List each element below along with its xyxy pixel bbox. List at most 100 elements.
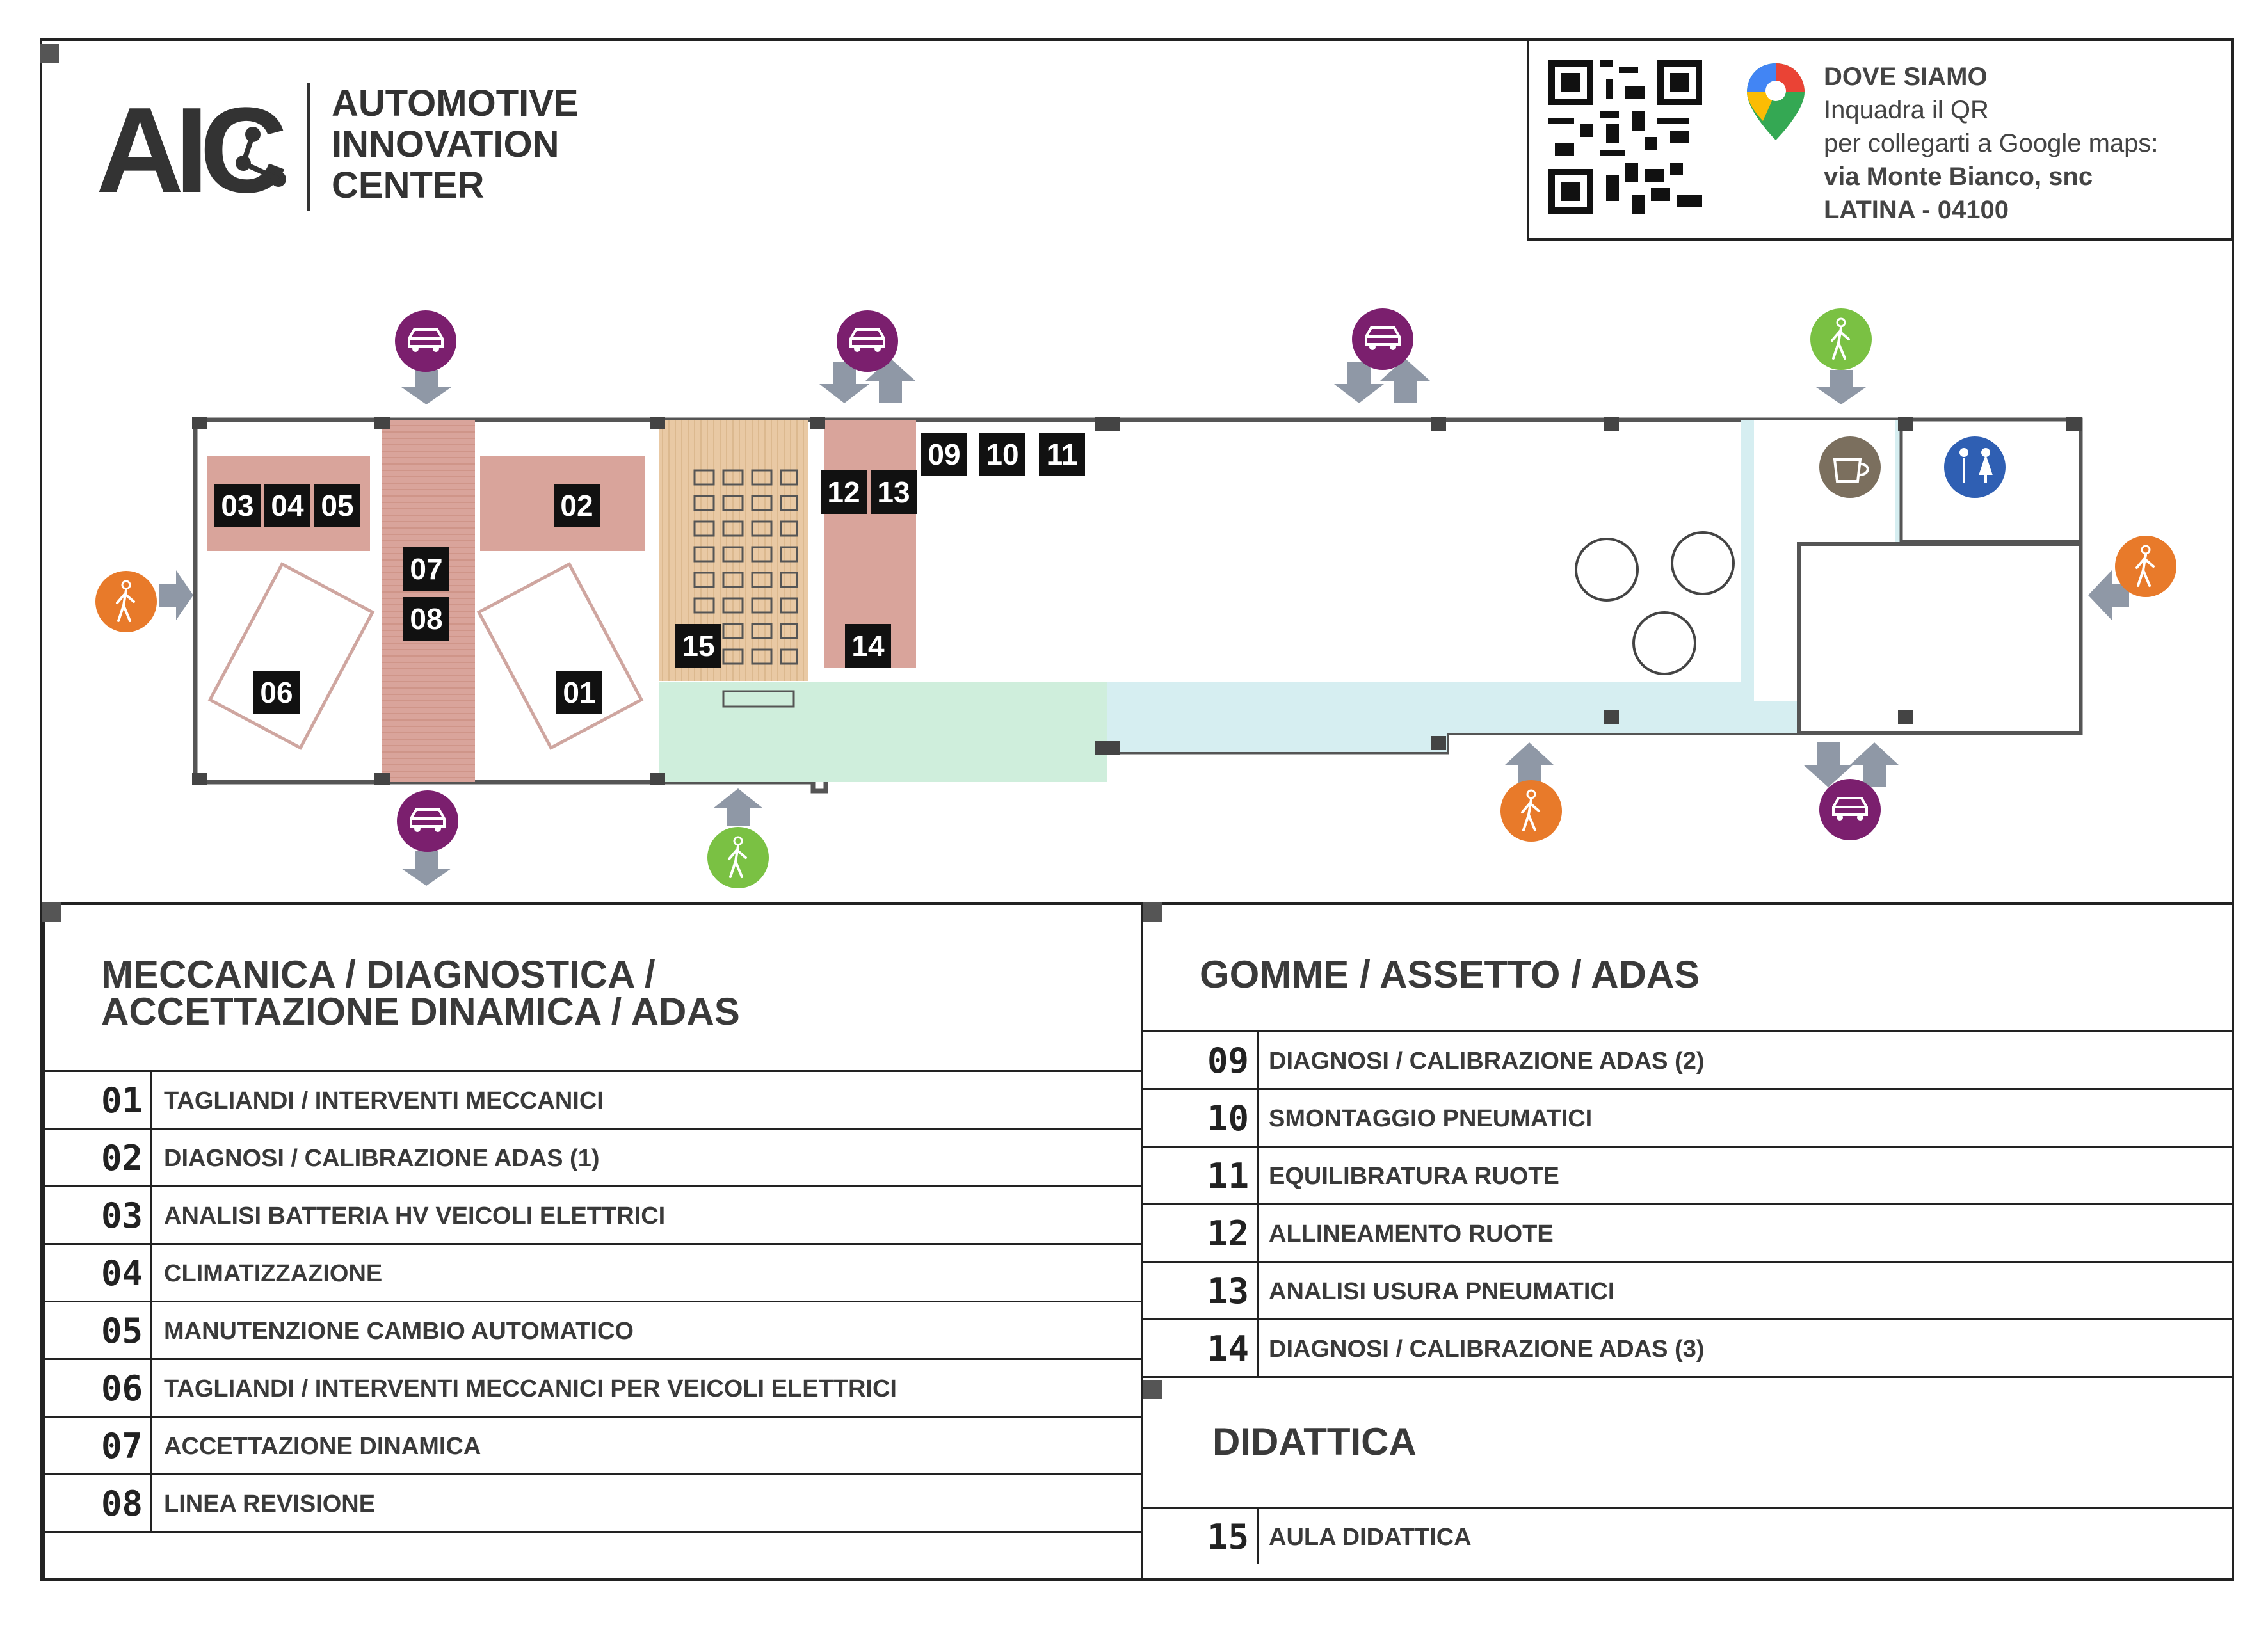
legend-row: 04 CLIMATIZZAZIONE bbox=[45, 1245, 1143, 1302]
legend-num: 15 bbox=[1143, 1509, 1259, 1564]
legend-num: 03 bbox=[45, 1187, 152, 1243]
car-icon bbox=[397, 790, 458, 852]
legend-label: DIAGNOSI / CALIBRAZIONE ADAS (3) bbox=[1269, 1336, 1705, 1363]
arrow-icon bbox=[401, 851, 451, 886]
legend-label: MANUTENZIONE CAMBIO AUTOMATICO bbox=[164, 1318, 634, 1345]
pedestrian-markers bbox=[95, 308, 2176, 888]
legend-label: ANALISI BATTERIA HV VEICOLI ELETTRICI bbox=[164, 1203, 666, 1229]
legend-num: 05 bbox=[45, 1302, 152, 1358]
legend-num: 01 bbox=[45, 1072, 152, 1128]
walking-person-icon bbox=[707, 827, 769, 888]
qr-code[interactable] bbox=[1548, 60, 1702, 214]
legend-num: 09 bbox=[1143, 1032, 1259, 1088]
zone-labels: 03 04 05 02 07 08 06 01 09 10 11 12 13 1… bbox=[214, 433, 1085, 714]
zone-label: 03 bbox=[221, 489, 253, 522]
walking-person-icon bbox=[95, 571, 157, 632]
legend-num: 13 bbox=[1143, 1263, 1259, 1318]
walking-person-icon bbox=[2115, 536, 2176, 597]
restroom-icon bbox=[1944, 436, 2006, 498]
legend-num: 04 bbox=[45, 1245, 152, 1301]
arrow-icon bbox=[401, 370, 451, 404]
legend-label: DIAGNOSI / CALIBRAZIONE ADAS (2) bbox=[1269, 1048, 1705, 1075]
legend-left-title: MECCANICA / DIAGNOSTICA / ACCETTAZIONE D… bbox=[101, 953, 740, 1033]
vehicle-entrance-markers bbox=[395, 308, 1881, 852]
logo-line: AUTOMOTIVE bbox=[332, 83, 579, 124]
legend-num: 07 bbox=[45, 1418, 152, 1473]
legend-row: 09 DIAGNOSI / CALIBRAZIONE ADAS (2) bbox=[1143, 1032, 2232, 1090]
office-room bbox=[1797, 542, 2082, 735]
legend-label: AULA DIDATTICA bbox=[1269, 1524, 1472, 1551]
legend-row: 13 ANALISI USURA PNEUMATICI bbox=[1143, 1263, 2232, 1320]
logo-wordmark: AUTOMOTIVE INNOVATION CENTER bbox=[332, 83, 579, 206]
coffee-cup-icon bbox=[1819, 436, 1881, 498]
lift-platform-06 bbox=[207, 562, 375, 750]
legend-row: 11 EQUILIBRATURA RUOTE bbox=[1143, 1148, 2232, 1205]
arrow-icon bbox=[2088, 570, 2129, 620]
restroom-symbol bbox=[1959, 448, 1993, 483]
arrow-icon bbox=[1849, 742, 1899, 787]
legend-num: 14 bbox=[1143, 1320, 1259, 1376]
pillars bbox=[192, 417, 2082, 785]
legend-label: LINEA REVISIONE bbox=[164, 1491, 376, 1517]
legend-row: 07 ACCETTAZIONE DINAMICA bbox=[45, 1418, 1143, 1475]
legend-label: ALLINEAMENTO RUOTE bbox=[1269, 1221, 1554, 1247]
map-pin-icon bbox=[1747, 63, 1805, 140]
legend-label: DIAGNOSI / CALIBRAZIONE ADAS (1) bbox=[164, 1145, 600, 1172]
logo-mark: AIC bbox=[96, 83, 287, 218]
legend-row: 10 SMONTAGGIO PNEUMATICI bbox=[1143, 1090, 2232, 1148]
zone-label: 11 bbox=[1047, 438, 1078, 471]
lounge-tables bbox=[1575, 531, 1735, 675]
legend-num: 02 bbox=[45, 1130, 152, 1185]
zone-label: 12 bbox=[827, 476, 860, 509]
legend-num: 08 bbox=[45, 1475, 152, 1531]
arrow-icon bbox=[159, 570, 193, 620]
zone-label: 10 bbox=[986, 438, 1018, 471]
zone-label: 15 bbox=[682, 629, 714, 662]
logo-network-icon bbox=[236, 127, 286, 187]
car-icon bbox=[395, 310, 456, 372]
location-title: DOVE SIAMO bbox=[1824, 63, 1988, 91]
zone-label: 01 bbox=[563, 676, 595, 709]
legend-left: MECCANICA / DIAGNOSTICA / ACCETTAZIONE D… bbox=[42, 902, 1143, 1581]
location-text: DOVE SIAMO Inquadra il QR per collegarti… bbox=[1824, 60, 2159, 227]
legend-title-line: ACCETTAZIONE DINAMICA / ADAS bbox=[101, 990, 740, 1033]
corner-mark bbox=[40, 44, 59, 63]
location-box: DOVE SIAMO Inquadra il QR per collegarti… bbox=[1527, 38, 2233, 241]
legend-title-line: MECCANICA / DIAGNOSTICA / bbox=[101, 953, 655, 996]
car-icon bbox=[837, 310, 898, 372]
arrow-icon bbox=[1803, 742, 1853, 787]
legend-row: 12 ALLINEAMENTO RUOTE bbox=[1143, 1205, 2232, 1263]
walking-person-icon bbox=[1810, 308, 1872, 370]
legend-row: 08 LINEA REVISIONE bbox=[45, 1475, 1143, 1533]
legend-label: EQUILIBRATURA RUOTE bbox=[1269, 1163, 1559, 1190]
arrow-icon bbox=[713, 788, 763, 826]
legend-row: 15 AULA DIDATTICA bbox=[1143, 1509, 2232, 1566]
legend-row: 05 MANUTENZIONE CAMBIO AUTOMATICO bbox=[45, 1302, 1143, 1360]
zone-label: 13 bbox=[877, 476, 910, 509]
legend-label: ANALISI USURA PNEUMATICI bbox=[1269, 1278, 1615, 1305]
floor-plan: 03 04 05 02 07 08 06 01 09 10 11 12 13 1… bbox=[95, 308, 2176, 888]
legend-num: 10 bbox=[1143, 1090, 1259, 1146]
location-address: via Monte Bianco, snc bbox=[1824, 163, 2093, 191]
zone-label: 08 bbox=[410, 602, 442, 636]
legend-right-title: GOMME / ASSETTO / ADAS bbox=[1200, 953, 1700, 996]
legend-num: 12 bbox=[1143, 1205, 1259, 1261]
legend-row: 14 DIAGNOSI / CALIBRAZIONE ADAS (3) bbox=[1143, 1320, 2232, 1378]
zone-label: 07 bbox=[410, 552, 442, 586]
logo-line: INNOVATION bbox=[332, 124, 559, 165]
legend-right: GOMME / ASSETTO / ADAS 09 DIAGNOSI / CAL… bbox=[1143, 902, 2234, 1581]
location-line: per collegarti a Google maps: bbox=[1824, 129, 2159, 157]
legend-label: TAGLIANDI / INTERVENTI MECCANICI bbox=[164, 1087, 604, 1114]
zone-label: 09 bbox=[928, 438, 960, 471]
aic-logo: AIC AUTOMOTIVE INNOVATION CENTER bbox=[96, 83, 595, 211]
logo-separator bbox=[307, 83, 310, 211]
zone-label: 14 bbox=[851, 629, 885, 662]
arrow-icon bbox=[819, 362, 869, 403]
logo-line: CENTER bbox=[332, 164, 485, 206]
arrow-icon bbox=[1380, 358, 1430, 403]
legend-row: 03 ANALISI BATTERIA HV VEICOLI ELETTRICI bbox=[45, 1187, 1143, 1245]
legend-num: 11 bbox=[1143, 1148, 1259, 1203]
arrow-icon bbox=[1816, 370, 1866, 404]
green-area bbox=[659, 682, 1107, 782]
legend-row: 01 TAGLIANDI / INTERVENTI MECCANICI bbox=[45, 1072, 1143, 1130]
